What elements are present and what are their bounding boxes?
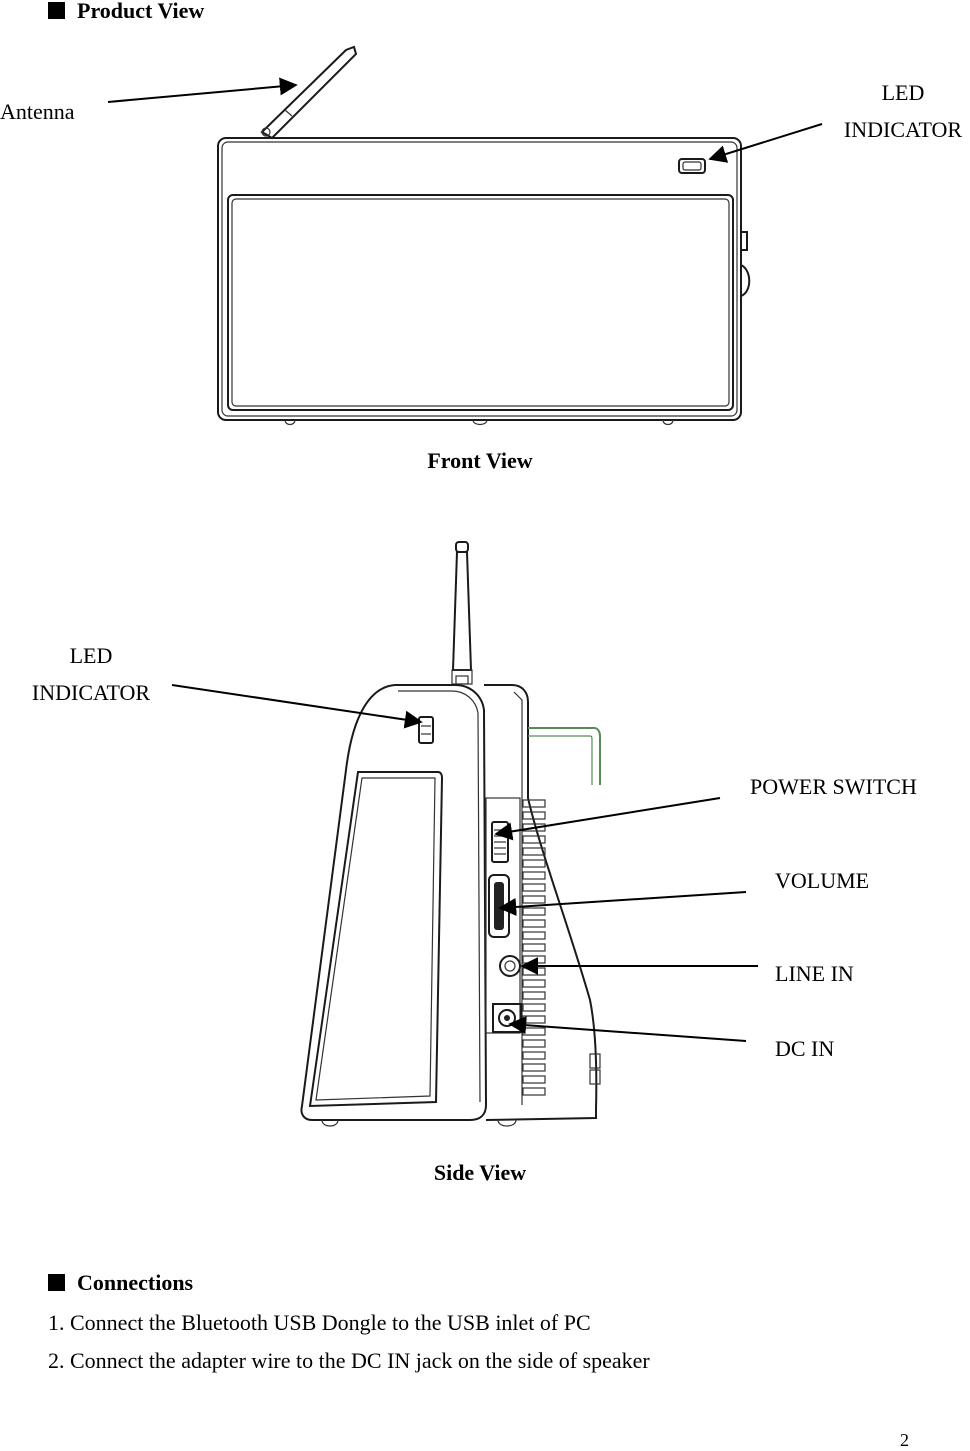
antenna-shape [260,45,358,140]
square-bullet-icon [48,1274,65,1291]
dc-in-jack-shape [492,1003,522,1033]
speaker-front-body [217,137,742,421]
front-led-shape [678,158,706,174]
speaker-grille [227,194,734,411]
front-led-label: LED INDICATOR [843,80,963,142]
side-view-illustration [171,541,758,1127]
dc-in-arrow [508,1016,747,1042]
volume-label: VOLUME [775,868,870,893]
page-number: 2 [900,1430,909,1450]
connections-heading: Connections [48,1270,193,1296]
power-switch-shape [491,821,509,863]
connections-item-1: 1. Connect the Bluetooth USB Dongle to t… [48,1310,591,1335]
side-view-caption: Side View [433,1160,527,1185]
speaker-side-body [300,684,488,1121]
power-switch-label: POWER SWITCH [750,774,917,799]
power-switch-arrow [494,797,721,841]
line-in-label: LINE IN [775,961,854,986]
side-grille-panel [308,771,444,1108]
square-bullet-icon [48,2,65,19]
side-led-arrow [171,684,423,729]
side-antenna-shape [451,541,473,685]
side-led-label: LED INDICATOR [31,643,151,705]
dc-in-label: DC IN [775,1036,835,1061]
front-view-caption: Front View [427,448,533,473]
antenna-label: Antenna [0,99,75,124]
product-view-heading: Product View [48,0,204,24]
side-led-shape [418,716,434,744]
connections-item-2: 2. Connect the adapter wire to the DC IN… [48,1348,650,1373]
line-in-jack-shape [499,955,521,977]
volume-knob-shape [488,874,510,938]
antenna-arrow [107,77,298,103]
front-view-illustration [107,45,823,426]
front-led-arrow [708,123,823,163]
volume-arrow [498,891,747,916]
